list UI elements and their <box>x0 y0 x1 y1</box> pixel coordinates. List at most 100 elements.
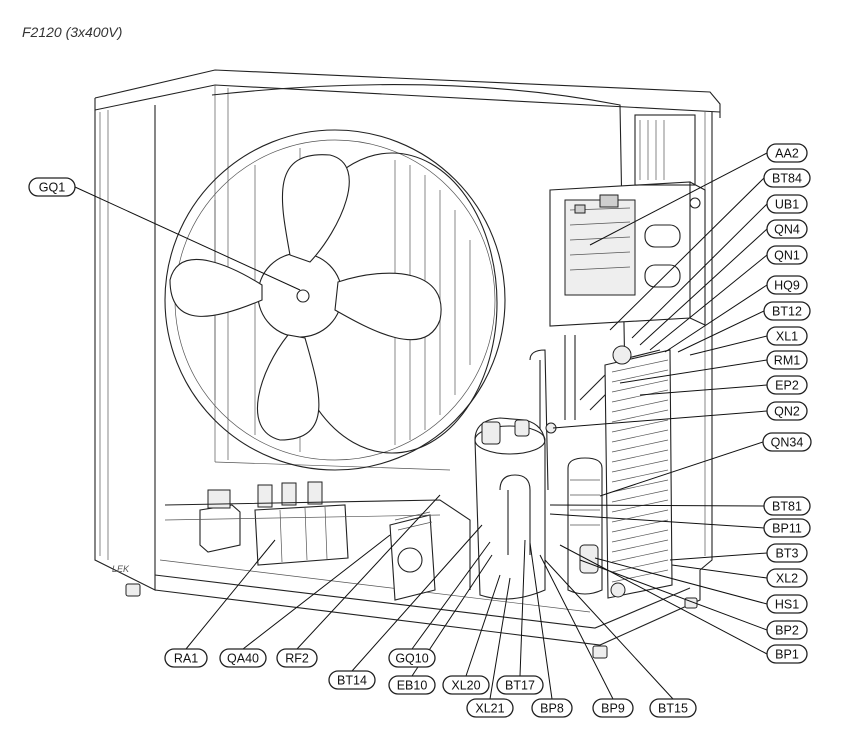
callout-box <box>28 177 76 197</box>
callout-bp9: BP9 <box>592 698 634 718</box>
unit-marking-text: LEK <box>112 564 130 574</box>
callout-gq10: GQ10 <box>388 648 436 668</box>
callout-box <box>276 648 318 668</box>
callout-bt3: BT3 <box>766 543 808 563</box>
callout-bt17: BT17 <box>496 675 544 695</box>
callout-text: BT15 <box>658 702 688 716</box>
callout-text: XL21 <box>475 702 504 716</box>
leader-qn34 <box>599 441 764 497</box>
callout-text: GQ10 <box>395 652 428 666</box>
callout-box <box>766 568 808 588</box>
leader-hs1 <box>594 557 768 605</box>
callout-text: XL2 <box>776 572 798 586</box>
callout-text: EP2 <box>775 379 799 393</box>
leader-bt15 <box>544 559 674 700</box>
leader-hq9 <box>664 284 768 353</box>
callout-box <box>763 168 811 188</box>
leader-bp9 <box>539 554 614 700</box>
callout-xl1: XL1 <box>766 326 808 346</box>
callout-labels: GQ1AA2BT84UB1QN4QN1HQ9BT12XL1RM1EP2QN2QN… <box>28 143 812 718</box>
callout-text: BP2 <box>775 624 799 638</box>
callout-qn2: QN2 <box>766 401 808 421</box>
callout-box <box>531 698 573 718</box>
callout-gq1: GQ1 <box>28 177 76 197</box>
callout-text: HS1 <box>775 598 799 612</box>
callout-text: XL20 <box>451 679 480 693</box>
callout-text: AA2 <box>775 147 799 161</box>
leader-gq10 <box>411 541 491 650</box>
leader-lines <box>74 152 768 700</box>
callout-box <box>762 432 812 452</box>
callout-text: RF2 <box>285 652 309 666</box>
callout-box <box>766 194 808 214</box>
callout-qa40: QA40 <box>219 648 267 668</box>
leader-bp11 <box>549 513 765 529</box>
callout-box <box>388 675 436 695</box>
leader-bp8 <box>529 542 553 700</box>
callout-text: QN2 <box>774 405 800 419</box>
callout-text: HQ9 <box>774 279 800 293</box>
leader-bt3 <box>669 552 768 561</box>
callout-text: QA40 <box>227 652 259 666</box>
compressor <box>474 417 546 600</box>
callout-text: QN34 <box>771 436 804 450</box>
callout-ep2: EP2 <box>766 375 808 395</box>
callout-box <box>763 496 811 516</box>
callout-box <box>763 301 811 321</box>
leader-bt81 <box>549 504 765 507</box>
callout-text: XL1 <box>776 330 798 344</box>
callout-bt15: BT15 <box>649 698 697 718</box>
leader-qn2 <box>552 410 768 429</box>
leader-xl1 <box>689 335 768 356</box>
callout-box <box>766 143 808 163</box>
callout-bp8: BP8 <box>531 698 573 718</box>
callout-box <box>388 648 436 668</box>
callout-bp1: BP1 <box>766 644 808 664</box>
callout-bt81: BT81 <box>763 496 811 516</box>
leader-bt12 <box>677 310 765 353</box>
callout-box <box>766 543 808 563</box>
callout-box <box>766 245 808 265</box>
callout-aa2: AA2 <box>766 143 808 163</box>
callout-qn4: QN4 <box>766 219 808 239</box>
callout-text: BP1 <box>775 648 799 662</box>
callout-text: QN1 <box>774 249 800 263</box>
callout-box <box>164 648 208 668</box>
callout-box <box>766 620 808 640</box>
leader-rf2 <box>296 494 441 650</box>
leader-ra1 <box>185 539 276 650</box>
callout-box <box>766 275 808 295</box>
leader-bt17 <box>519 539 526 677</box>
callout-box <box>766 326 808 346</box>
leader-xl20 <box>465 574 501 677</box>
leader-aa2 <box>589 152 768 246</box>
callout-box <box>763 518 811 538</box>
leader-xl2 <box>671 564 768 579</box>
leader-qa40 <box>242 534 391 650</box>
callout-text: UB1 <box>775 198 799 212</box>
callout-text: GQ1 <box>39 181 65 195</box>
electrical-components: LEK <box>112 481 471 601</box>
callout-bt14: BT14 <box>328 670 376 690</box>
leader-xl21 <box>489 577 511 700</box>
leader-bt84 <box>609 177 765 331</box>
callout-hq9: HQ9 <box>766 275 808 295</box>
heat-exchanger <box>604 345 673 599</box>
callout-text: RA1 <box>174 652 198 666</box>
leader-ep2 <box>639 384 768 396</box>
callout-box <box>766 375 808 395</box>
callout-text: BT84 <box>772 172 802 186</box>
callout-rf2: RF2 <box>276 648 318 668</box>
callout-qn1: QN1 <box>766 245 808 265</box>
callout-text: BT14 <box>337 674 367 688</box>
callout-text: QN4 <box>774 223 800 237</box>
callout-bp2: BP2 <box>766 620 808 640</box>
callout-qn34: QN34 <box>762 432 812 452</box>
leader-qn1 <box>649 254 768 351</box>
callout-box <box>766 644 808 664</box>
leader-bt14 <box>351 524 483 672</box>
callout-ra1: RA1 <box>164 648 208 668</box>
cabinet-outline <box>94 69 721 659</box>
callout-bt12: BT12 <box>763 301 811 321</box>
